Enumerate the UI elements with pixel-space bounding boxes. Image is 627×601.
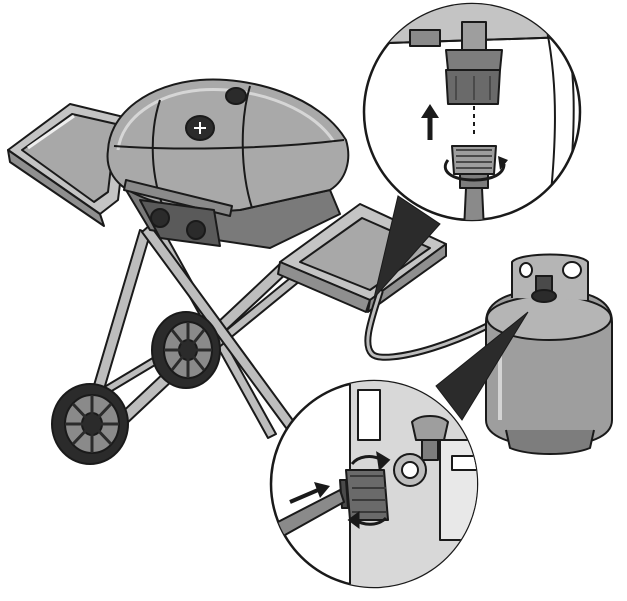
gas-hose (364, 288, 534, 361)
propane-tank (485, 253, 613, 455)
arrow-right-icon (289, 482, 330, 504)
callout-pointers (373, 195, 529, 421)
rotate-arrow-icon (443, 156, 508, 182)
rotate-arrow-icon (347, 451, 391, 529)
magnifier-callout-tank-valve (269, 379, 479, 589)
left-side-shelf (7, 103, 129, 227)
front-wheel (51, 383, 129, 465)
rear-wheel (151, 311, 221, 389)
grill-body (106, 78, 350, 249)
magnifier-callout-regulator-inlet (362, 2, 582, 222)
